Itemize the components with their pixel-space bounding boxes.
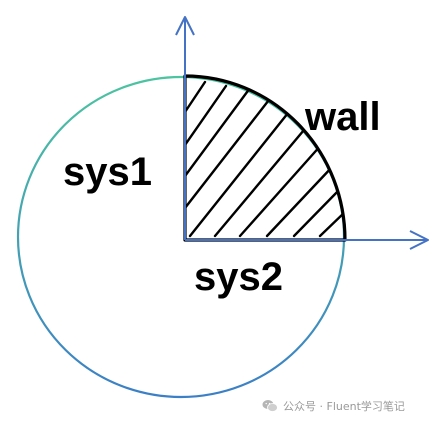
wall-region <box>183 74 347 242</box>
sys2-label: sys2 <box>194 255 283 299</box>
sys1-label: sys1 <box>63 150 152 194</box>
horizontal-axis <box>185 230 429 250</box>
arrow-up-icon <box>175 16 195 36</box>
wall-label: wall <box>304 95 381 139</box>
domain-circle <box>16 75 346 399</box>
arrow-right-icon <box>409 230 429 250</box>
wechat-icon <box>262 400 278 412</box>
vertical-axis <box>175 16 195 240</box>
watermark: 公众号 · Fluent学习笔记 <box>262 398 405 414</box>
watermark-text: 公众号 · Fluent学习笔记 <box>283 400 405 413</box>
wall-outline <box>183 74 347 242</box>
